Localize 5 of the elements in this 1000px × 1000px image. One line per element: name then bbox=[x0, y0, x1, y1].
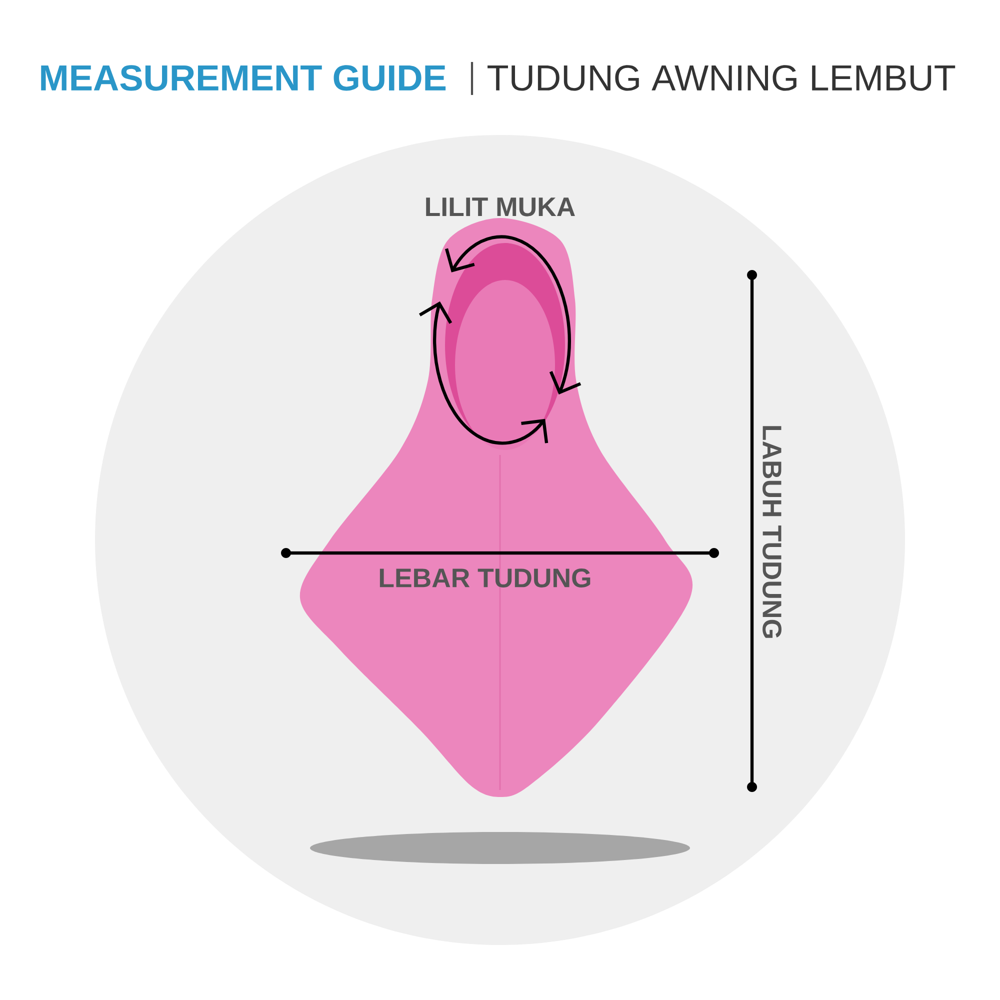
measurement-label: LILIT MUKA bbox=[426, 198, 575, 216]
title: MEASUREMENT GUIDE bbox=[41, 65, 446, 91]
subtitle: TUDUNG AWNING LEMBUT bbox=[488, 65, 956, 91]
measurement-label: LEBAR TUDUNG bbox=[380, 568, 590, 588]
measurement-label: LABUH TUDUNG bbox=[762, 426, 782, 638]
